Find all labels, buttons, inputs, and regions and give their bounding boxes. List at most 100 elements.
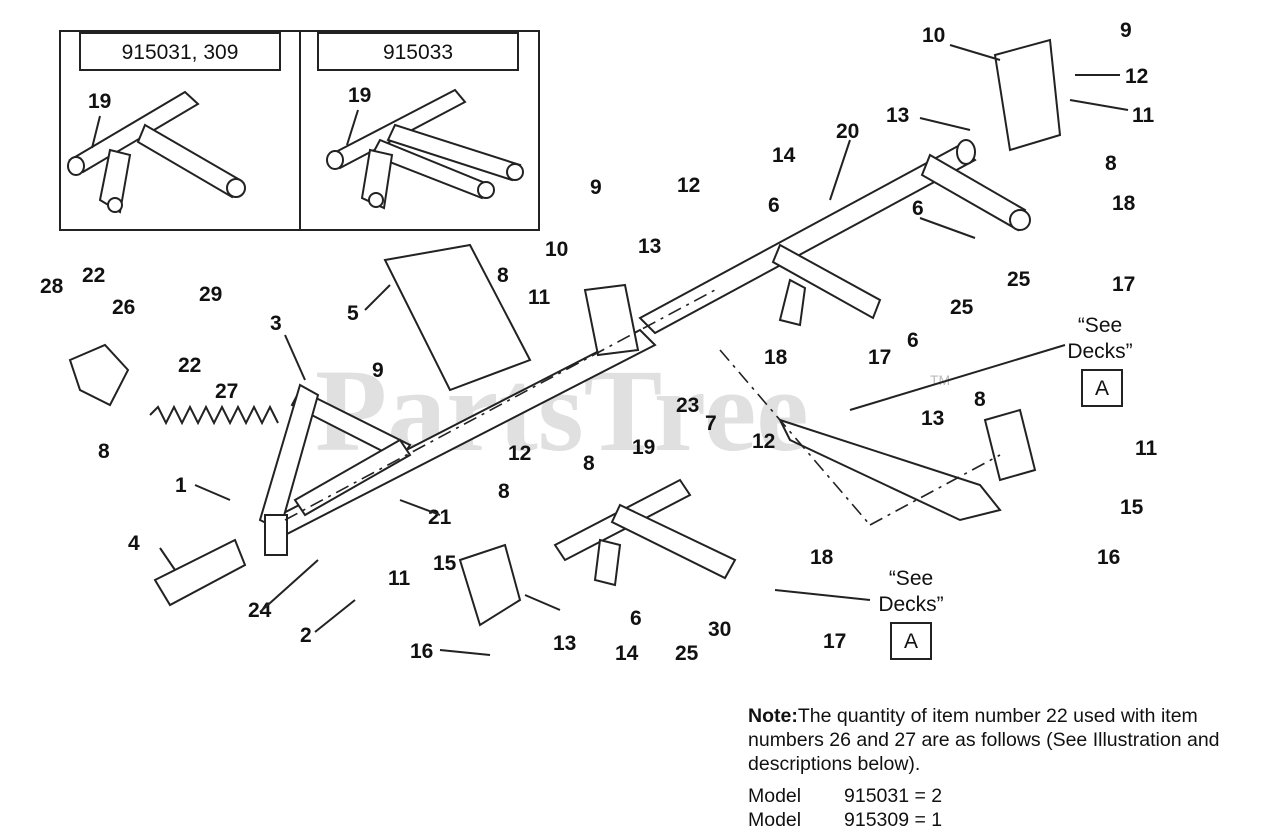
model-label: Model: [748, 785, 802, 807]
model-row-1: Model 915031 = 2: [748, 784, 1268, 808]
callout-6a: 6: [768, 194, 780, 217]
model-label: Model: [748, 809, 802, 831]
callout-20: 20: [836, 120, 859, 143]
callout-15b: 15: [1120, 496, 1144, 519]
callout-25b: 25: [950, 296, 974, 319]
callout-19: 19: [632, 436, 655, 459]
bracket-26: [68, 343, 130, 407]
callout-17c: 17: [823, 630, 846, 653]
callout-1: 1: [175, 474, 187, 497]
callout-18a: 18: [1112, 192, 1136, 215]
callout-24: 24: [248, 599, 272, 622]
callout-23: 23: [676, 394, 699, 417]
note-block: Note:The quantity of item number 22 used…: [748, 704, 1268, 832]
callout-12b: 12: [677, 174, 700, 197]
callout-8b: 8: [1105, 152, 1117, 175]
callout-18b: 18: [764, 346, 788, 369]
see-decks-bottom: “See Decks” A: [878, 567, 944, 660]
bracket-15-lower: [458, 543, 522, 627]
callout-6d: 6: [630, 607, 642, 630]
callouts: 1 2 3 4 5 6 6 6 6 7 8 8 8 8 8 8 9 9 9 10…: [40, 19, 1158, 665]
model-value: 915031 = 2: [844, 785, 943, 807]
note-text: The quantity of item number 22 used with…: [748, 705, 1220, 775]
callout-9c: 9: [372, 359, 384, 382]
leader-lines: [159, 44, 1129, 656]
svg-text:“See: “See: [889, 567, 933, 590]
inset-left-title: 915031, 309: [122, 41, 239, 64]
callout-25c: 25: [675, 642, 699, 665]
inset-left-part: [67, 90, 246, 214]
svg-text:Decks”: Decks”: [878, 593, 943, 616]
callout-19-inset-left: 19: [88, 90, 111, 113]
callout-27: 27: [215, 380, 238, 403]
bracket-10-top: [993, 38, 1062, 152]
callout-29: 29: [199, 283, 222, 306]
callout-22b: 22: [178, 354, 201, 377]
callout-25a: 25: [1007, 268, 1031, 291]
callout-12a: 12: [1125, 65, 1148, 88]
callout-11c: 11: [1135, 437, 1158, 460]
inset-panel: 915031, 309 915033 19 19: [59, 30, 540, 231]
lift-arm-assembly: [258, 328, 657, 556]
callout-30: 30: [708, 618, 731, 641]
callout-7: 7: [705, 412, 717, 435]
model-value: 915309 = 1: [844, 809, 943, 831]
callout-19-inset-right: 19: [348, 84, 371, 107]
spring-27: [149, 404, 279, 426]
callout-21: 21: [428, 506, 452, 529]
note-paragraph: Note:The quantity of item number 22 used…: [748, 704, 1268, 776]
callout-13a: 13: [886, 104, 909, 127]
callout-8c: 8: [98, 440, 110, 463]
callout-16b: 16: [410, 640, 433, 663]
callout-8e: 8: [498, 480, 510, 503]
callout-17b: 17: [868, 346, 891, 369]
inset-right-title: 915033: [383, 41, 453, 64]
pedal-5: [383, 243, 532, 392]
callout-11d: 11: [388, 567, 411, 590]
callout-6c: 6: [907, 329, 919, 352]
callout-10b: 10: [545, 238, 568, 261]
callout-3: 3: [270, 312, 282, 335]
callout-9b: 9: [590, 176, 602, 199]
lower-right-arm: [778, 418, 1002, 522]
see-decks-top: “See Decks” A: [1067, 314, 1133, 407]
callout-8d: 8: [583, 452, 595, 475]
lower-shaft-19: [553, 478, 737, 587]
callout-13b: 13: [638, 235, 661, 258]
model-row-2: Model 915309 = 1: [748, 808, 1268, 832]
callout-8f: 8: [974, 388, 986, 411]
svg-text:A: A: [904, 630, 918, 653]
callout-28: 28: [40, 275, 64, 298]
callout-10a: 10: [922, 24, 945, 47]
grip-4: [153, 538, 247, 607]
svg-text:A: A: [1095, 377, 1109, 400]
inset-right-part: [326, 88, 524, 210]
callout-5: 5: [347, 302, 359, 325]
callout-11b: 11: [528, 286, 551, 309]
callout-14b: 14: [615, 642, 639, 665]
callout-17a: 17: [1112, 273, 1135, 296]
callout-16a: 16: [1097, 546, 1120, 569]
bracket-15-right: [983, 408, 1037, 482]
callout-9a: 9: [1120, 19, 1132, 42]
note-label: Note:: [748, 705, 798, 727]
callout-22a: 22: [82, 264, 105, 287]
callout-2: 2: [300, 624, 312, 647]
dashed-line-3: [869, 454, 1001, 526]
callout-6b: 6: [912, 197, 924, 220]
callout-8a: 8: [497, 264, 509, 287]
callout-12d: 12: [508, 442, 531, 465]
callout-13d: 13: [553, 632, 576, 655]
main-shaft-20: [638, 139, 1031, 335]
svg-text:Decks”: Decks”: [1067, 340, 1132, 363]
callout-15a: 15: [433, 552, 457, 575]
callout-4: 4: [128, 532, 140, 555]
callout-11a: 11: [1132, 104, 1155, 127]
callout-12c: 12: [752, 430, 775, 453]
callout-18c: 18: [810, 546, 834, 569]
callout-13c: 13: [921, 407, 944, 430]
svg-text:“See: “See: [1078, 314, 1122, 337]
callout-26: 26: [112, 296, 135, 319]
dashed-line-2: [719, 349, 871, 526]
